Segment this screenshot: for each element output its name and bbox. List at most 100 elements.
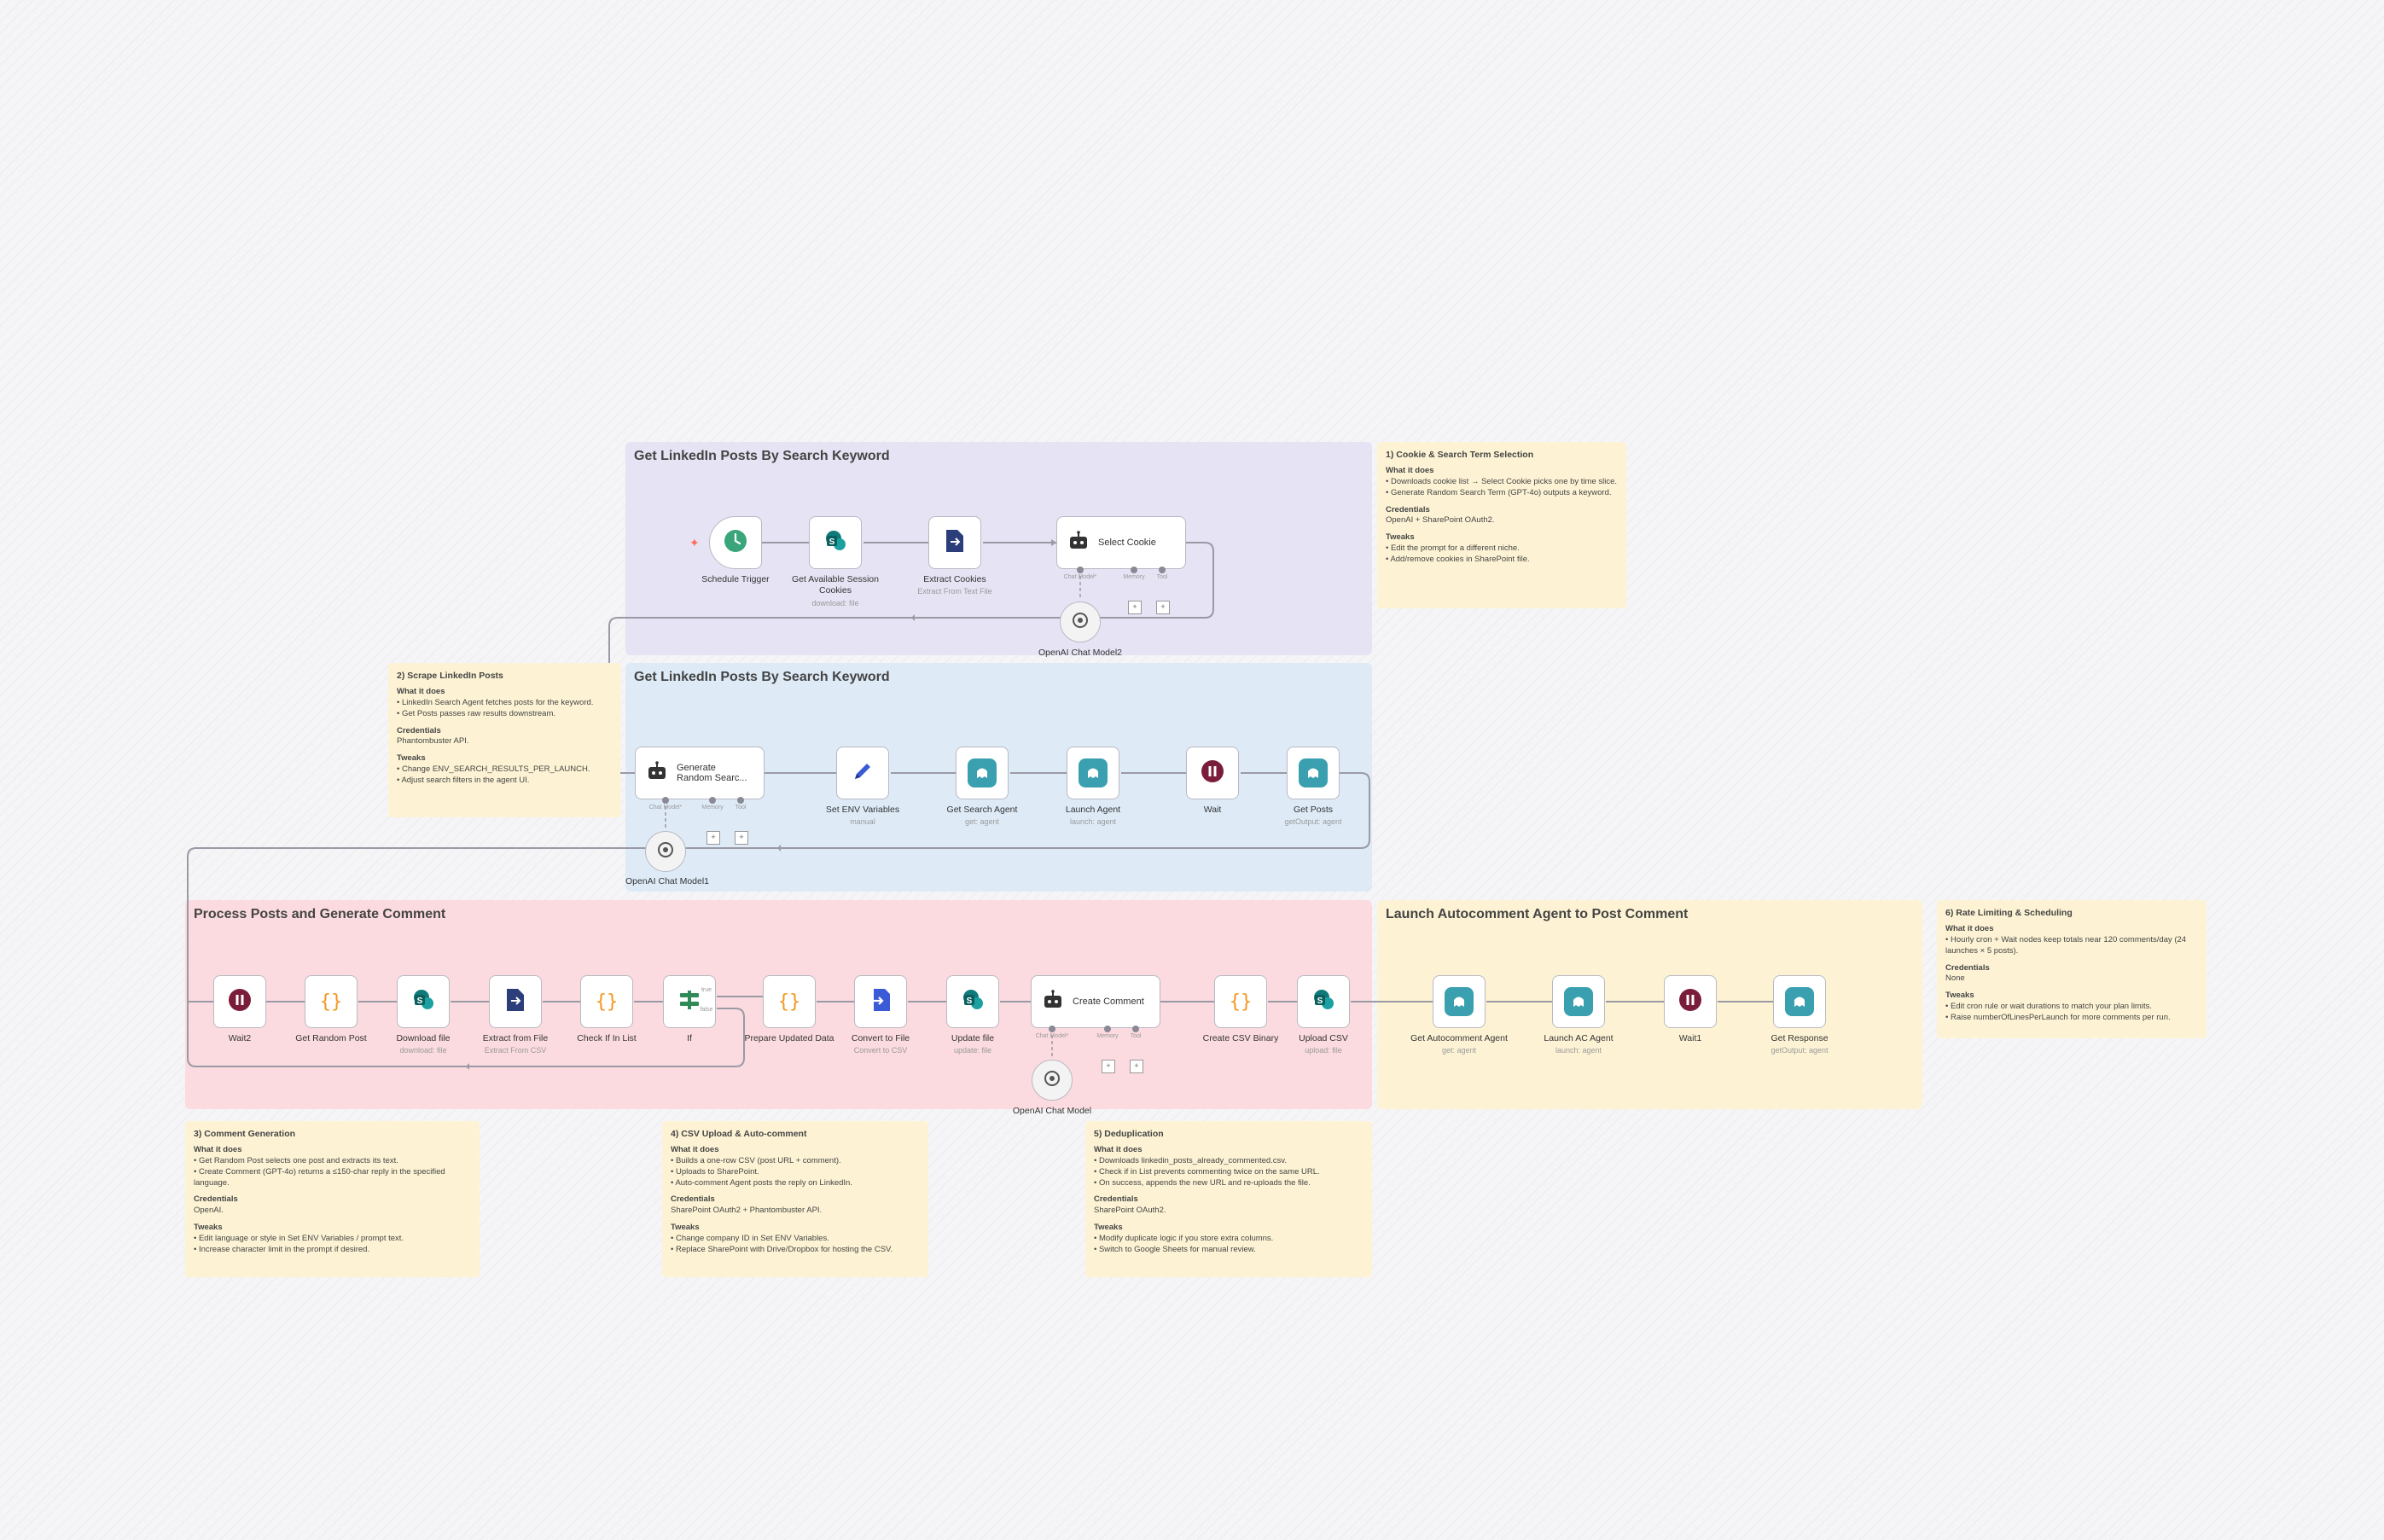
memory-port[interactable] bbox=[1131, 567, 1137, 573]
sticky-line: None bbox=[1945, 973, 1965, 984]
sticky-section: What it does bbox=[397, 687, 445, 697]
launch-ac-agent-node[interactable] bbox=[1552, 975, 1605, 1028]
openai-chat-model2-node[interactable] bbox=[1060, 601, 1101, 642]
add-memory-button[interactable]: + bbox=[1102, 1060, 1115, 1073]
convert-to-file-node[interactable] bbox=[854, 975, 907, 1028]
phantombuster-icon bbox=[1785, 987, 1814, 1016]
sticky-line: • Downloads cookie list → Select Cookie … bbox=[1386, 476, 1618, 486]
upload-csv-node[interactable]: S bbox=[1297, 975, 1350, 1028]
sharepoint-icon: S bbox=[410, 987, 436, 1017]
openai-icon bbox=[1071, 611, 1090, 634]
get-response-node[interactable] bbox=[1773, 975, 1826, 1028]
node-label: Wait1 bbox=[1678, 1033, 1702, 1043]
sticky-section: Tweaks bbox=[194, 1223, 223, 1233]
if-false-label: false bbox=[700, 1007, 713, 1013]
file-extract-icon bbox=[943, 528, 967, 558]
memory-port[interactable] bbox=[709, 797, 716, 804]
node-label: If bbox=[687, 1033, 692, 1043]
sticky-line: SharePoint OAuth2 + Phantombuster API. bbox=[671, 1206, 823, 1216]
sticky-note-5: 5) Deduplication What it does • Download… bbox=[1085, 1121, 1372, 1277]
launch-agent-node[interactable] bbox=[1067, 747, 1119, 799]
sticky-section: Tweaks bbox=[671, 1223, 700, 1233]
openai-chat-model1-node[interactable] bbox=[645, 831, 686, 872]
pencil-icon bbox=[851, 759, 875, 787]
sticky-line: • Change ENV_SEARCH_RESULTS_PER_LAUNCH. bbox=[397, 764, 590, 775]
node-label: Wait2 bbox=[228, 1033, 252, 1043]
sticky-section: Credentials bbox=[1386, 504, 1430, 514]
node-subtitle: launch: agent bbox=[1069, 817, 1117, 826]
wait2-node[interactable] bbox=[213, 975, 266, 1028]
code-braces-icon: {} bbox=[595, 991, 619, 1013]
set-env-variables-node[interactable] bbox=[836, 747, 889, 799]
node-subtitle: Extract From Text File bbox=[917, 587, 992, 596]
chat-model-port-label: Chat Model* bbox=[648, 805, 683, 811]
chat-model-port[interactable] bbox=[1049, 1026, 1055, 1032]
node-label: Create Comment bbox=[1073, 997, 1144, 1007]
openai-icon bbox=[1043, 1069, 1061, 1092]
sticky-line: • Switch to Google Sheets for manual rev… bbox=[1094, 1244, 1256, 1254]
tool-port[interactable] bbox=[1132, 1026, 1139, 1032]
node-label: Get Search Agent bbox=[946, 805, 1018, 815]
sticky-line: • Replace SharePoint with Drive/Dropbox … bbox=[671, 1244, 893, 1254]
openai-chat-model-node[interactable] bbox=[1032, 1060, 1073, 1101]
add-memory-button[interactable]: + bbox=[1128, 601, 1142, 614]
file-convert-icon bbox=[869, 987, 893, 1017]
tool-port[interactable] bbox=[737, 797, 744, 804]
schedule-trigger-node[interactable] bbox=[709, 516, 762, 569]
get-autocomment-agent-node[interactable] bbox=[1433, 975, 1486, 1028]
node-label: Set ENV Variables bbox=[825, 805, 900, 815]
get-cookies-node[interactable]: S bbox=[809, 516, 862, 569]
clock-icon bbox=[723, 528, 748, 558]
wait-node[interactable] bbox=[1186, 747, 1239, 799]
memory-port-label: Memory bbox=[701, 805, 724, 811]
add-tool-button[interactable]: + bbox=[1130, 1060, 1143, 1073]
sticky-section: Credentials bbox=[194, 1194, 238, 1205]
sticky-line: • Generate Random Search Term (GPT-4o) o… bbox=[1386, 487, 1612, 497]
wait1-node[interactable] bbox=[1664, 975, 1717, 1028]
code-braces-icon: {} bbox=[777, 991, 801, 1013]
node-label: Launch AC Agent bbox=[1544, 1033, 1614, 1043]
sticky-title: 3) Comment Generation bbox=[194, 1129, 296, 1139]
sticky-line: • On success, appends the new URL and re… bbox=[1094, 1177, 1311, 1188]
sticky-note-6: 6) Rate Limiting & Scheduling What it do… bbox=[1937, 900, 2207, 1038]
sticky-line: • Add/remove cookies in SharePoint file. bbox=[1386, 554, 1530, 564]
add-memory-button[interactable]: + bbox=[706, 831, 720, 845]
prepare-updated-data-node[interactable]: {} bbox=[763, 975, 816, 1028]
pause-icon bbox=[228, 988, 252, 1016]
add-tool-button[interactable]: + bbox=[1156, 601, 1170, 614]
get-random-post-node[interactable]: {} bbox=[305, 975, 358, 1028]
generate-search-agent-node[interactable]: Generate Random Searc... bbox=[635, 747, 765, 799]
create-csv-binary-node[interactable]: {} bbox=[1214, 975, 1267, 1028]
sticky-note-3: 3) Comment Generation What it does • Get… bbox=[185, 1121, 480, 1277]
add-tool-button[interactable]: + bbox=[735, 831, 748, 845]
memory-port[interactable] bbox=[1104, 1026, 1111, 1032]
extract-cookies-node[interactable] bbox=[928, 516, 981, 569]
get-posts-node[interactable] bbox=[1287, 747, 1340, 799]
sticky-title: 6) Rate Limiting & Scheduling bbox=[1945, 908, 2073, 918]
frame-title: Process Posts and Generate Comment bbox=[194, 907, 446, 921]
update-file-node[interactable]: S bbox=[946, 975, 999, 1028]
create-comment-agent-node[interactable]: Create Comment bbox=[1031, 975, 1160, 1028]
memory-port-label: Memory bbox=[1096, 1033, 1119, 1039]
sticky-section: What it does bbox=[1945, 924, 1994, 934]
sticky-section: Credentials bbox=[1945, 962, 1990, 973]
sticky-line: • Downloads linkedin_posts_already_comme… bbox=[1094, 1155, 1287, 1165]
download-file-node[interactable]: S bbox=[397, 975, 450, 1028]
svg-text:S: S bbox=[417, 997, 423, 1006]
select-cookie-agent-node[interactable]: Select Cookie bbox=[1056, 516, 1186, 569]
if-node[interactable] bbox=[663, 975, 716, 1028]
chat-model-port[interactable] bbox=[1077, 567, 1084, 573]
check-in-list-node[interactable]: {} bbox=[580, 975, 633, 1028]
extract-from-file-node[interactable] bbox=[489, 975, 542, 1028]
chat-model-port[interactable] bbox=[662, 797, 669, 804]
sticky-line: • Edit language or style in Set ENV Vari… bbox=[194, 1233, 404, 1243]
pause-icon bbox=[1201, 759, 1224, 787]
tool-port[interactable] bbox=[1159, 567, 1166, 573]
sticky-note-1: 1) Cookie & Search Term Selection What i… bbox=[1377, 442, 1626, 608]
svg-text:S: S bbox=[1317, 997, 1323, 1006]
sticky-section: What it does bbox=[194, 1145, 242, 1155]
tool-port-label: Tool bbox=[1130, 1033, 1142, 1039]
get-search-agent-node[interactable] bbox=[956, 747, 1009, 799]
memory-port-label: Memory bbox=[1123, 574, 1145, 580]
sticky-line: Phantombuster API. bbox=[397, 736, 469, 747]
